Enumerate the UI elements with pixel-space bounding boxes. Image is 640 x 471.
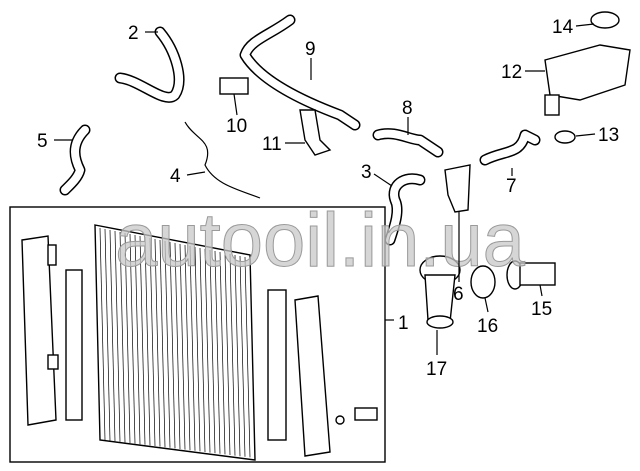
callout-9: 9 bbox=[305, 39, 316, 60]
callout-8: 8 bbox=[402, 98, 413, 119]
radiator-fin bbox=[219, 251, 226, 455]
cap-13 bbox=[554, 130, 576, 144]
radiator-fin bbox=[149, 237, 156, 447]
callout-6: 6 bbox=[453, 284, 464, 305]
radiator-fin bbox=[194, 246, 201, 452]
gasket-16 bbox=[470, 265, 496, 299]
radiator-fin bbox=[124, 232, 131, 444]
radiator-fin bbox=[229, 253, 236, 456]
reservoir-12 bbox=[544, 44, 631, 116]
radiator-core bbox=[94, 224, 256, 461]
radiator-fin bbox=[239, 255, 246, 457]
hose-3 bbox=[384, 173, 426, 246]
thermostat-15 bbox=[506, 260, 556, 290]
callout-10: 10 bbox=[226, 116, 247, 137]
callout-7: 7 bbox=[506, 176, 517, 197]
radiator-fin bbox=[119, 231, 126, 443]
callout-16: 16 bbox=[477, 316, 498, 337]
callout-15: 15 bbox=[531, 299, 552, 320]
radiator-fin bbox=[134, 234, 141, 445]
radiator-fin bbox=[139, 235, 146, 445]
callout-11: 11 bbox=[262, 134, 282, 155]
hose-2 bbox=[114, 26, 185, 103]
radiator-fin bbox=[169, 241, 176, 449]
hose-7 bbox=[479, 129, 541, 166]
radiator-fin bbox=[114, 230, 121, 442]
callout-5: 5 bbox=[37, 131, 48, 152]
hose-5 bbox=[59, 124, 91, 196]
callout-2: 2 bbox=[128, 23, 139, 44]
radiator-fin bbox=[209, 249, 216, 454]
radiator-fin bbox=[164, 240, 171, 448]
radiator-fin bbox=[129, 233, 136, 444]
housing-17 bbox=[419, 255, 461, 329]
radiator-fin bbox=[99, 227, 106, 441]
callout-3: 3 bbox=[361, 162, 372, 183]
outlet-6 bbox=[444, 164, 471, 213]
radiator-fin bbox=[234, 254, 241, 457]
watermark: autooil.in.ua bbox=[115, 198, 526, 283]
bracket-11 bbox=[299, 109, 332, 156]
radiator-fin bbox=[154, 238, 161, 447]
radiator-fin bbox=[244, 256, 251, 458]
cap-14 bbox=[590, 11, 620, 29]
radiator-fin bbox=[174, 242, 181, 450]
radiator-fin bbox=[184, 244, 191, 451]
radiator-right-tank bbox=[294, 295, 378, 457]
radiator-assembly-frame bbox=[9, 206, 386, 463]
callout-13: 13 bbox=[598, 125, 619, 146]
radiator-fin bbox=[214, 250, 221, 454]
radiator-fins bbox=[99, 227, 251, 458]
radiator-fin bbox=[189, 245, 196, 451]
radiator-fin bbox=[204, 248, 211, 453]
hose-8 bbox=[372, 128, 444, 158]
callout-1: 1 bbox=[398, 313, 409, 334]
bracket-10 bbox=[219, 77, 249, 95]
radiator-seal-left bbox=[65, 269, 83, 421]
radiator-fin bbox=[109, 229, 116, 442]
radiator-fin bbox=[179, 243, 186, 450]
pipe-9 bbox=[239, 14, 361, 131]
callout-17: 17 bbox=[426, 359, 447, 380]
leader-lines bbox=[54, 23, 596, 355]
hose-4 bbox=[184, 121, 261, 199]
callout-14: 14 bbox=[552, 17, 574, 38]
radiator-left-tank bbox=[21, 235, 59, 426]
radiator-fin bbox=[104, 228, 111, 441]
radiator-fin bbox=[224, 252, 231, 456]
radiator-fin bbox=[199, 247, 206, 453]
callout-4: 4 bbox=[170, 166, 181, 187]
radiator-fin bbox=[144, 236, 151, 446]
radiator-seal-right bbox=[267, 289, 287, 441]
callout-12: 12 bbox=[501, 62, 522, 83]
radiator-fin bbox=[159, 239, 166, 448]
